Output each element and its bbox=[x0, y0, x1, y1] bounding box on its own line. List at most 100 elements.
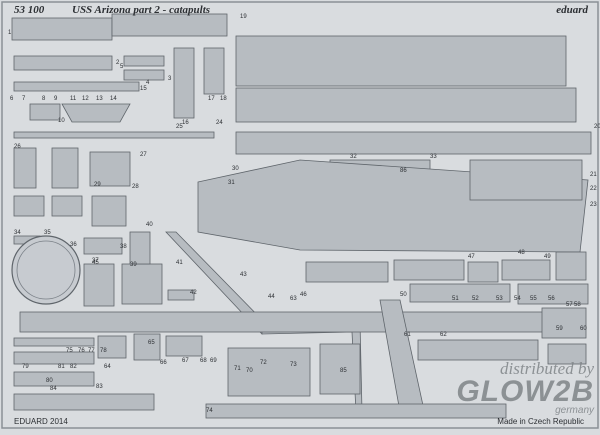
part-catapult-rail-upper bbox=[235, 35, 592, 181]
part-lattice-diagonal bbox=[19, 231, 581, 413]
part-number-71: 71 bbox=[234, 366, 241, 372]
part-number-62: 62 bbox=[440, 332, 447, 338]
part-number-53: 53 bbox=[496, 296, 503, 302]
part-number-61: 61 bbox=[404, 332, 411, 338]
part-number-33: 33 bbox=[430, 154, 437, 160]
part-number-31: 31 bbox=[228, 180, 235, 186]
part-number-17: 17 bbox=[208, 96, 215, 102]
distributor-watermark: distributed by GLOW2B germany bbox=[456, 359, 594, 416]
part-number-32: 32 bbox=[350, 154, 357, 160]
part-number-52: 52 bbox=[472, 296, 479, 302]
part-number-28: 28 bbox=[132, 184, 139, 190]
part-number-48: 48 bbox=[518, 250, 525, 256]
part-number-68: 68 bbox=[200, 358, 207, 364]
part-number-19: 19 bbox=[240, 14, 247, 20]
part-number-1: 1 bbox=[8, 30, 12, 36]
part-number-16: 16 bbox=[182, 120, 189, 126]
part-number-79: 79 bbox=[22, 364, 29, 370]
part-number-22: 22 bbox=[590, 186, 597, 192]
part-number-58: 58 bbox=[574, 302, 581, 308]
part-number-63: 63 bbox=[290, 296, 297, 302]
brand-name: eduard bbox=[556, 4, 588, 16]
part-number-37: 37 bbox=[92, 258, 99, 264]
part-number-45: 45 bbox=[92, 260, 99, 266]
part-number-39: 39 bbox=[130, 262, 137, 268]
part-number-7: 7 bbox=[22, 96, 26, 102]
part-number-26: 26 bbox=[14, 144, 21, 150]
part-number-2: 2 bbox=[116, 60, 120, 66]
part-number-21: 21 bbox=[590, 172, 597, 178]
part-number-11: 11 bbox=[70, 96, 77, 102]
part-number-5: 5 bbox=[120, 64, 124, 70]
part-number-75: 75 bbox=[66, 348, 73, 354]
part-number-44: 44 bbox=[268, 294, 275, 300]
part-small-left bbox=[13, 147, 507, 419]
part-number-73: 73 bbox=[290, 362, 297, 368]
part-number-80: 80 bbox=[46, 378, 53, 384]
part-number-64: 64 bbox=[104, 364, 111, 370]
part-number-36: 36 bbox=[70, 242, 77, 248]
part-number-14: 14 bbox=[110, 96, 117, 102]
part-number-34: 34 bbox=[14, 230, 21, 236]
part-number-72: 72 bbox=[260, 360, 267, 366]
part-number-41: 41 bbox=[176, 260, 183, 266]
part-number-74: 74 bbox=[206, 408, 213, 414]
part-number-57: 57 bbox=[566, 302, 573, 308]
part-number-86: 86 bbox=[400, 168, 407, 174]
part-number-81: 81 bbox=[58, 364, 65, 370]
part-number-20: 20 bbox=[594, 124, 600, 130]
part-number-27: 27 bbox=[140, 152, 147, 158]
copyright-text: EDUARD 2014 bbox=[14, 417, 68, 426]
part-number-69: 69 bbox=[210, 358, 217, 364]
part-number-29: 29 bbox=[94, 182, 101, 188]
part-number-65: 65 bbox=[148, 340, 155, 346]
part-number-76: 76 bbox=[78, 348, 85, 354]
part-number-24: 24 bbox=[216, 120, 223, 126]
part-small-right bbox=[305, 251, 589, 395]
part-number-78: 78 bbox=[100, 348, 107, 354]
part-number-59: 59 bbox=[556, 326, 563, 332]
part-number-38: 38 bbox=[120, 244, 127, 250]
part-number-56: 56 bbox=[548, 296, 555, 302]
part-number-54: 54 bbox=[514, 296, 521, 302]
part-number-40: 40 bbox=[146, 222, 153, 228]
part-number-15: 15 bbox=[140, 86, 147, 92]
part-catapult-deck-center bbox=[197, 159, 589, 253]
part-number-35: 35 bbox=[44, 230, 51, 236]
part-number-77: 77 bbox=[88, 348, 95, 354]
part-number-66: 66 bbox=[160, 360, 167, 366]
part-number-6: 6 bbox=[10, 96, 14, 102]
part-number-9: 9 bbox=[54, 96, 58, 102]
part-number-8: 8 bbox=[42, 96, 46, 102]
part-round-plate bbox=[11, 235, 81, 305]
part-number-82: 82 bbox=[70, 364, 77, 370]
part-number-85: 85 bbox=[340, 368, 347, 374]
part-number-47: 47 bbox=[468, 254, 475, 260]
part-number-84: 84 bbox=[50, 386, 57, 392]
watermark-logo: GLOW2B bbox=[456, 375, 594, 408]
watermark-line-3: germany bbox=[555, 405, 594, 416]
part-number-70: 70 bbox=[246, 368, 253, 374]
part-rails-top-left bbox=[11, 13, 228, 139]
set-number: 53 100 bbox=[14, 4, 45, 16]
origin-text: Made in Czech Republic bbox=[497, 417, 584, 426]
part-number-3: 3 bbox=[168, 76, 172, 82]
part-number-18: 18 bbox=[220, 96, 227, 102]
part-number-43: 43 bbox=[240, 272, 247, 278]
part-number-67: 67 bbox=[182, 358, 189, 364]
watermark-line-1: distributed by bbox=[500, 359, 594, 378]
part-number-10: 10 bbox=[58, 118, 65, 124]
part-number-83: 83 bbox=[96, 384, 103, 390]
part-number-50: 50 bbox=[400, 292, 407, 298]
part-number-49: 49 bbox=[544, 254, 551, 260]
part-number-23: 23 bbox=[590, 202, 597, 208]
part-number-60: 60 bbox=[580, 326, 587, 332]
part-number-25: 25 bbox=[176, 124, 183, 130]
part-number-4: 4 bbox=[146, 80, 150, 86]
part-number-30: 30 bbox=[232, 166, 239, 172]
part-number-13: 13 bbox=[96, 96, 103, 102]
fret-title: USS Arizona part 2 - catapults bbox=[72, 4, 211, 16]
